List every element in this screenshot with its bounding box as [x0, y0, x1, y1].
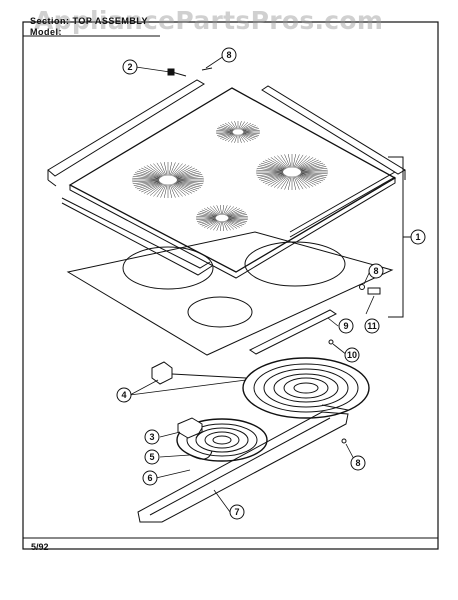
- small-burner-element: [176, 418, 268, 462]
- callout-2: 2: [122, 59, 138, 75]
- callout-3: 3: [144, 429, 160, 445]
- callout-9: 9: [338, 318, 354, 334]
- callout-8: 8: [221, 47, 237, 63]
- callout-label: 3: [149, 432, 154, 442]
- front-trim: [61, 171, 396, 276]
- callout-label: 5: [149, 452, 154, 462]
- callout-label: 10: [347, 350, 357, 360]
- callout-7: 7: [229, 504, 245, 520]
- left-side-trim: [47, 79, 205, 187]
- callout-6: 6: [142, 470, 158, 486]
- date-code: 5/92: [31, 542, 49, 552]
- callout-1: 1: [410, 229, 426, 245]
- callout-group: 1 2 3 4 5 6 7 8 8 8 9 10 11: [116, 47, 426, 520]
- section-value-text: TOP ASSEMBLY: [72, 16, 149, 26]
- callout-label: 2: [127, 62, 132, 72]
- section-label-text: Section:: [30, 16, 70, 26]
- callout-label: 11: [367, 321, 377, 331]
- large-burner-element: [242, 357, 370, 419]
- cooktop-glass: [68, 87, 397, 279]
- insulation-sheet: [66, 231, 394, 356]
- leader-lines: [129, 55, 418, 513]
- callout-11: 11: [364, 318, 380, 334]
- callout-label: 7: [234, 507, 239, 517]
- right-side-trim: [261, 85, 406, 180]
- callout-label: 4: [121, 390, 126, 400]
- watermark: AppliancePartsPros.com: [34, 6, 384, 35]
- callout-label: 6: [147, 473, 152, 483]
- callout-4: 4: [116, 387, 132, 403]
- model-label: Model:: [30, 27, 62, 37]
- callout-label: 8: [226, 50, 231, 60]
- callout-label: 8: [355, 458, 360, 468]
- page-frame: [22, 21, 439, 550]
- section-label: Section: TOP ASSEMBLY: [30, 16, 148, 26]
- callout-label: 9: [343, 321, 348, 331]
- callout-8: 8: [368, 263, 384, 279]
- callout-label: 8: [373, 266, 378, 276]
- callout-5: 5: [144, 449, 160, 465]
- terminal-block: [151, 361, 247, 439]
- callout-label: 1: [415, 232, 420, 242]
- callout-8: 8: [350, 455, 366, 471]
- element-support-bracket: [137, 404, 349, 523]
- assembly-brace: [388, 156, 413, 318]
- front-bracket: [249, 309, 337, 355]
- callout-10: 10: [344, 347, 360, 363]
